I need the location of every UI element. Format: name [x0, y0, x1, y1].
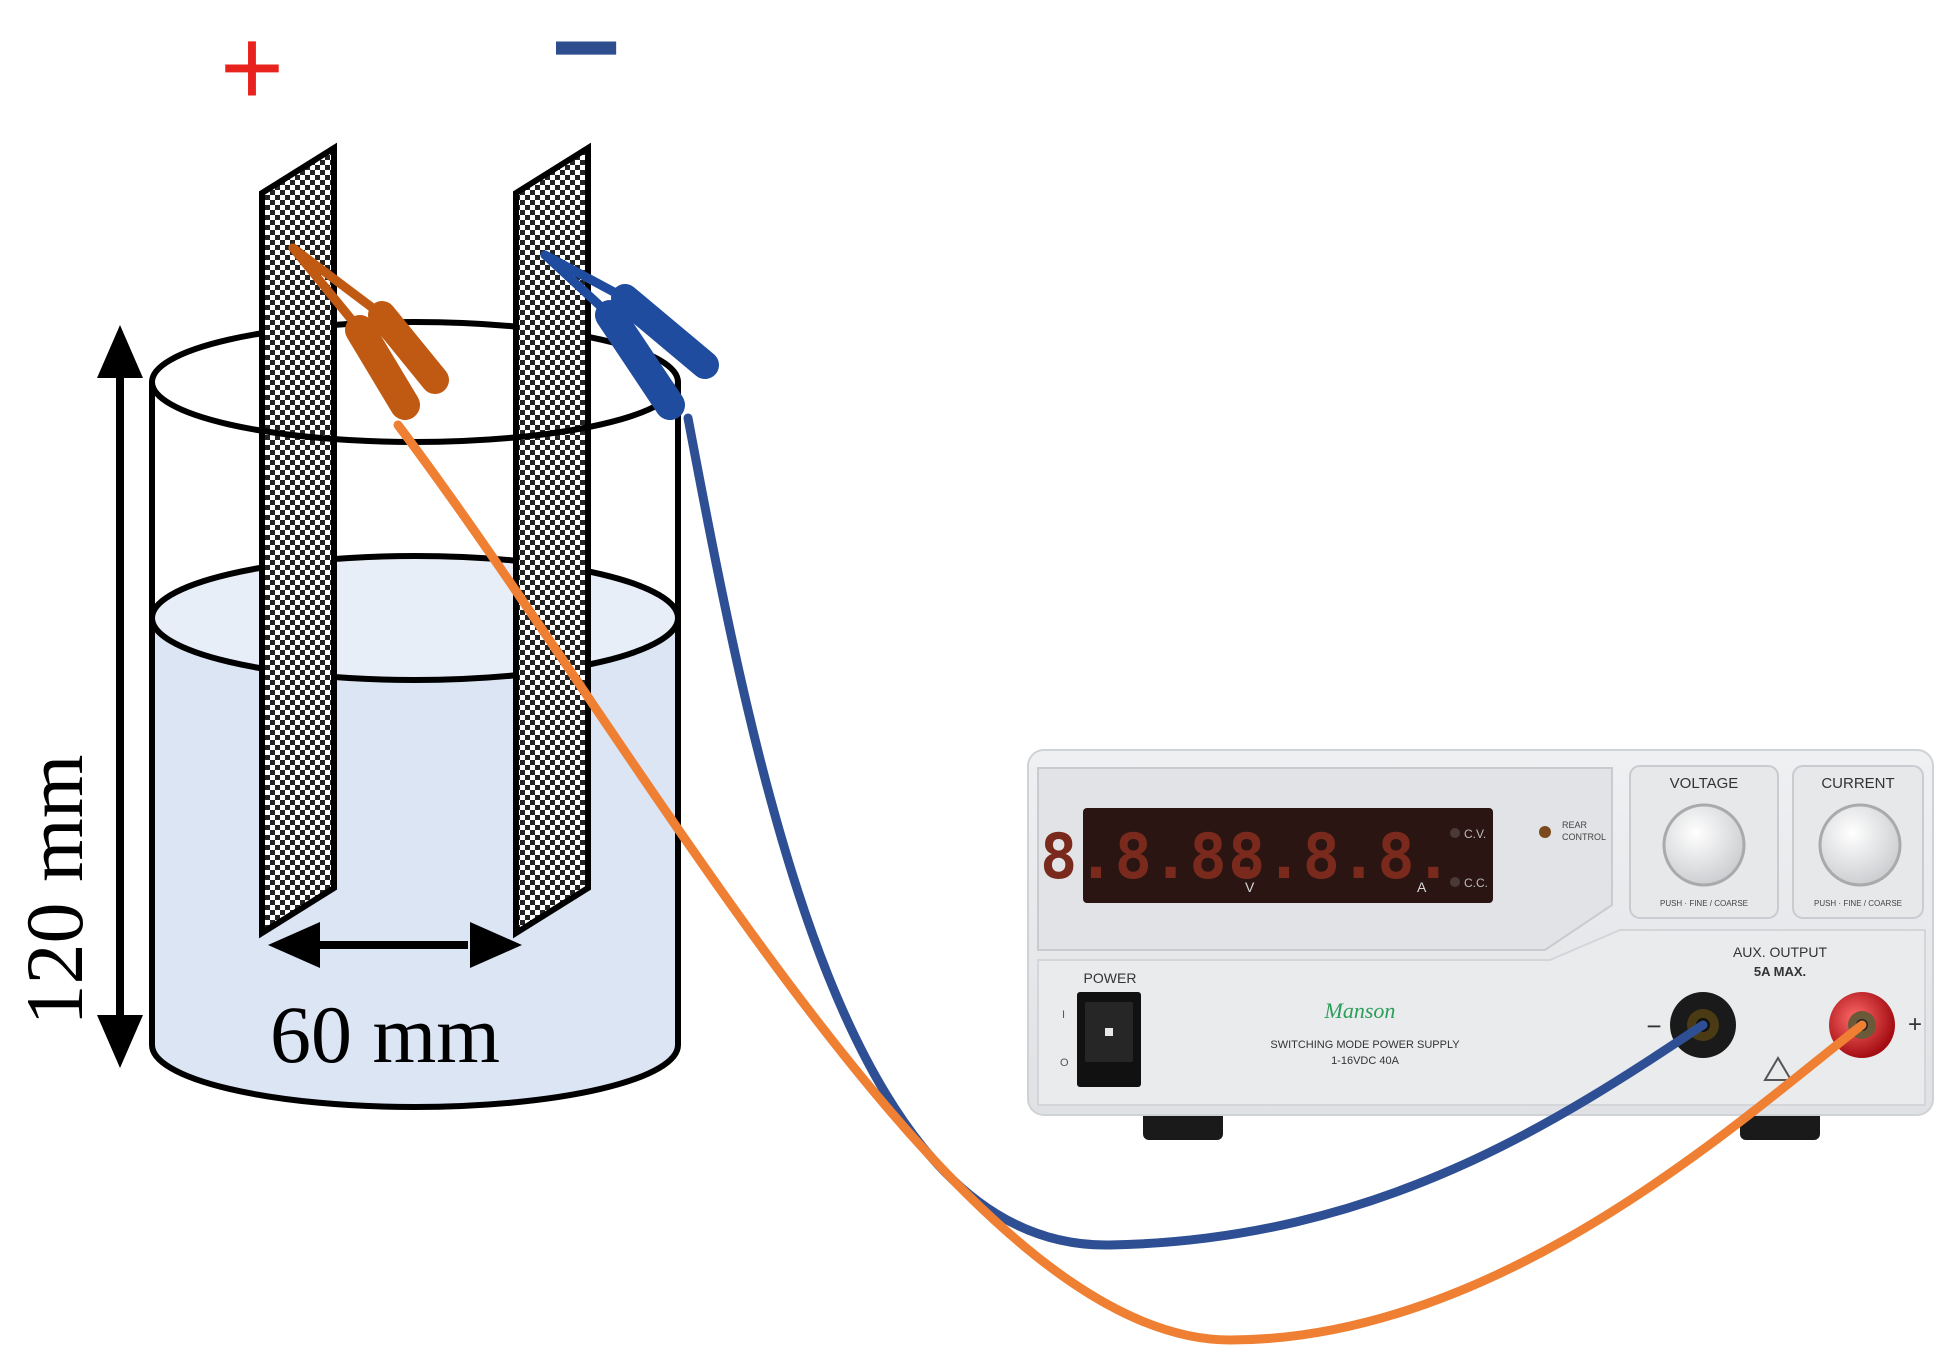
negative-sign: −	[551, 0, 621, 114]
positive-sign: +	[220, 6, 284, 129]
aux-output-max: 5A MAX.	[1754, 964, 1806, 979]
positive-alligator-clip	[288, 243, 449, 420]
aux-plus-sign: +	[1908, 1011, 1922, 1038]
current-readout: 8.8.8.	[1228, 820, 1452, 893]
power-off-mark: O	[1060, 1057, 1069, 1069]
warning-triangle-icon	[1763, 1056, 1793, 1081]
current-knob-label: CURRENT	[1821, 775, 1894, 792]
aux-minus-sign: −	[1646, 1011, 1661, 1041]
psu-lower-panel	[1037, 929, 1926, 1106]
negative-alligator-clip	[540, 250, 719, 420]
height-label: 120 mm	[9, 754, 100, 1025]
cv-label: C.V.	[1464, 827, 1486, 841]
electrolyte-surface	[149, 553, 681, 683]
positive-wire	[393, 420, 1867, 1345]
cc-label: C.C.	[1464, 876, 1488, 890]
gap-dimension-arrow	[268, 922, 522, 968]
voltage-readout: 8.8.8.	[1040, 820, 1264, 893]
height-dimension-arrow	[97, 325, 143, 1068]
gap-label: 60 mm	[270, 989, 500, 1080]
aux-output-label: AUX. OUTPUT	[1733, 944, 1828, 960]
voltage-knob[interactable]	[1662, 803, 1746, 887]
negative-wire	[683, 413, 1708, 1250]
cc-indicator	[1450, 877, 1460, 887]
anode-electrode	[259, 142, 337, 939]
voltage-knob-sublabel: PUSH · FINE / COARSE	[1660, 899, 1748, 908]
current-knob[interactable]	[1818, 803, 1902, 887]
remote-label-1: REAR	[1562, 820, 1588, 830]
brand-logo: Manson	[1324, 998, 1396, 1023]
current-unit: A	[1417, 879, 1427, 895]
current-knob-sublabel: PUSH · FINE / COARSE	[1814, 899, 1902, 908]
voltage-unit: V	[1245, 879, 1255, 895]
cv-indicator	[1450, 828, 1460, 838]
model-line-2: 1-16VDC 40A	[1331, 1055, 1400, 1067]
power-on-mark: I	[1062, 1009, 1065, 1021]
remote-label-2: CONTROL	[1562, 832, 1606, 842]
remote-control-led	[1539, 826, 1551, 838]
psu-display	[1083, 808, 1493, 903]
model-line-1: SWITCHING MODE POWER SUPPLY	[1270, 1039, 1460, 1051]
cathode-electrode	[513, 142, 591, 939]
voltage-knob-label: VOLTAGE	[1670, 775, 1739, 792]
power-label: POWER	[1084, 970, 1137, 986]
